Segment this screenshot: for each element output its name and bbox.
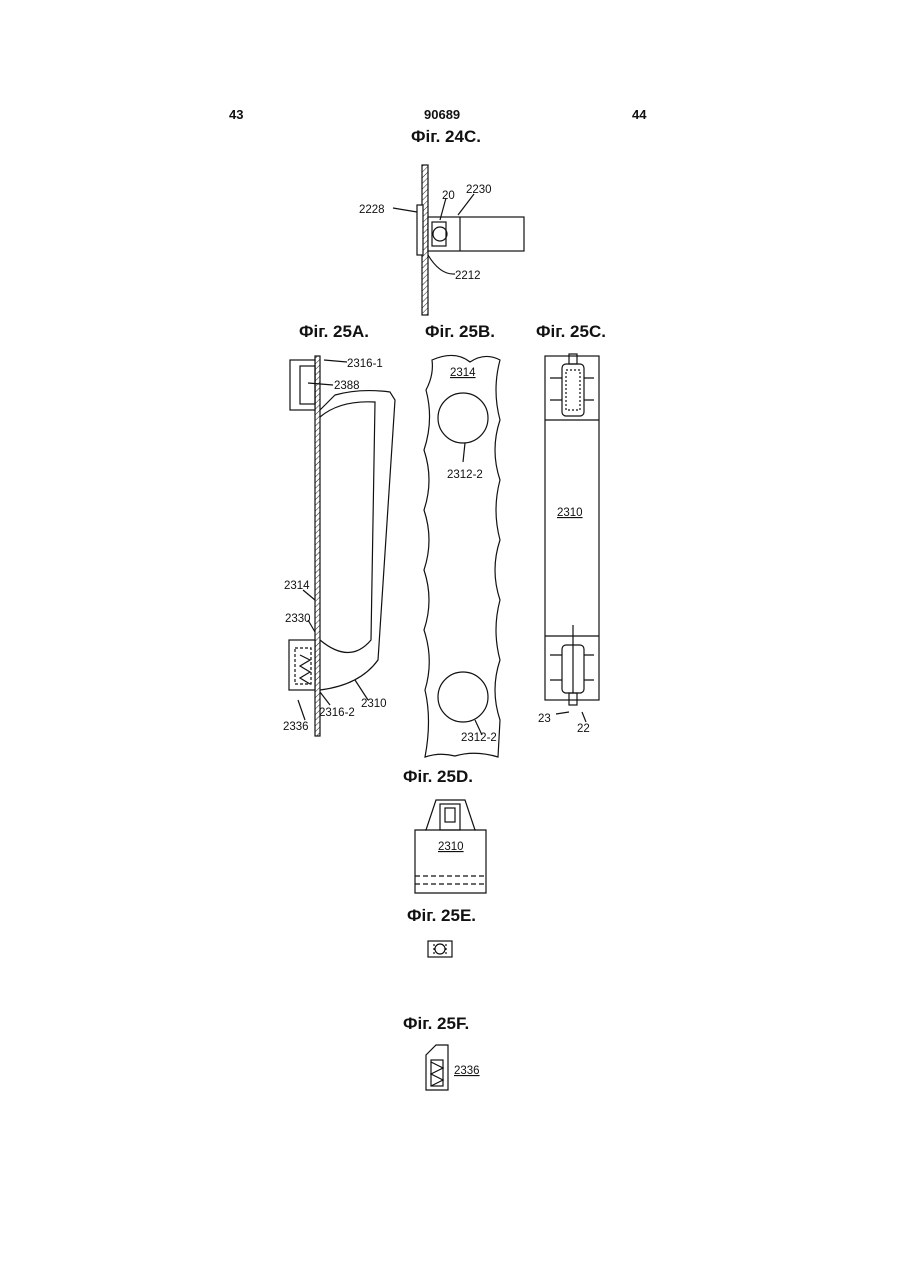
label-2310: 2310 bbox=[557, 507, 583, 519]
label-2330: 2330 bbox=[285, 613, 311, 625]
label-2336: 2336 bbox=[454, 1065, 480, 1077]
label-2316-1: 2316-1 bbox=[347, 358, 383, 370]
label-23: 23 bbox=[538, 713, 551, 725]
fig-25a-top-clip bbox=[290, 360, 315, 410]
fig-24c-drawing bbox=[393, 165, 524, 315]
label-2336: 2336 bbox=[283, 721, 309, 733]
fig-25b-outline bbox=[424, 355, 500, 757]
fig-25c-drawing bbox=[545, 354, 599, 722]
label-2314: 2314 bbox=[450, 367, 476, 379]
label-2310: 2310 bbox=[438, 841, 464, 853]
fig-25c-outline bbox=[545, 356, 599, 700]
label-2388: 2388 bbox=[334, 380, 360, 392]
label-20: 20 bbox=[442, 190, 455, 202]
label-22: 22 bbox=[577, 723, 590, 735]
label-2230: 2230 bbox=[466, 184, 492, 196]
label-2314: 2314 bbox=[284, 580, 310, 592]
label-2212: 2212 bbox=[455, 270, 481, 282]
label-2312-2-top: 2312-2 bbox=[447, 469, 483, 481]
label-2316-2: 2316-2 bbox=[319, 707, 355, 719]
fig-25a-drawing bbox=[289, 356, 395, 736]
label-2310: 2310 bbox=[361, 698, 387, 710]
label-2312-2-bottom: 2312-2 bbox=[461, 732, 497, 744]
label-2228: 2228 bbox=[359, 204, 385, 216]
fig-25e-drawing bbox=[428, 941, 452, 957]
fig-24c-flange bbox=[417, 205, 423, 255]
fig-25b-drawing bbox=[424, 355, 500, 757]
fig-25f-drawing bbox=[426, 1045, 448, 1090]
fig-25a-wall bbox=[315, 356, 320, 736]
